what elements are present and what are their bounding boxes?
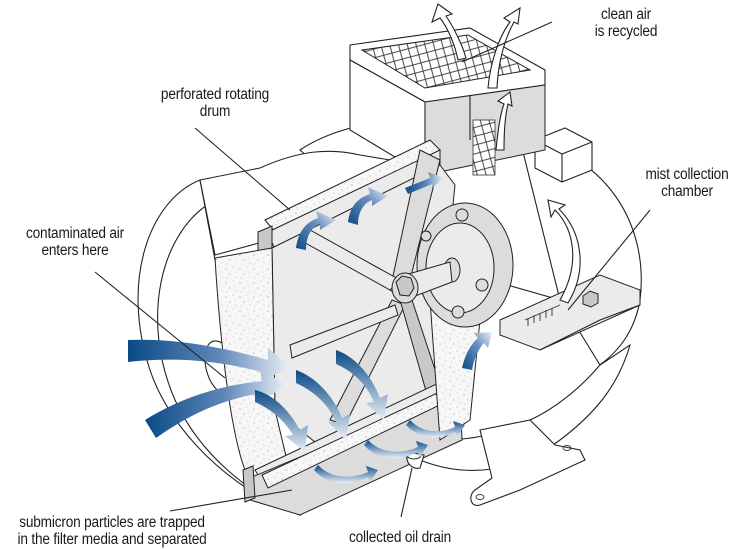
label-oil-drain-line1: collected oil drain	[348, 529, 452, 546]
label-drum-line1: perforated rotating	[160, 86, 270, 103]
flow-arrows	[128, 172, 492, 484]
exit-arrow	[462, 332, 492, 370]
label-drum: perforated rotating drum	[149, 86, 281, 120]
trough-arrow-1	[314, 465, 378, 484]
label-mist-chamber: mist collection chamber	[630, 166, 744, 200]
clean-air-arrow-right	[487, 6, 521, 89]
mist-arrow	[547, 199, 581, 304]
label-mist-line2: chamber	[661, 183, 713, 200]
drum-arrow-3	[336, 350, 388, 420]
label-contaminated-line2: enters here	[41, 242, 109, 259]
label-contaminated-air: contaminated air enters here	[13, 225, 136, 259]
label-clean-air-line2: is recycled	[594, 23, 658, 40]
trough-arrow-3	[406, 420, 465, 438]
inlet-arrow-upper	[128, 339, 292, 380]
label-submicron-particles: submicron particles are trapped in the f…	[6, 514, 217, 548]
leader-clean-air	[461, 21, 553, 63]
trough-arrow-2	[364, 440, 428, 459]
label-clean-air-line1: clean air	[601, 6, 651, 23]
label-particles-line2: in the filter media and separated	[17, 531, 207, 548]
leader-particles	[169, 489, 293, 512]
top-arrow-3	[405, 172, 444, 194]
label-mist-line1: mist collection	[645, 166, 729, 183]
leader-contaminated	[94, 271, 226, 379]
label-clean-air: clean air is recycled	[573, 6, 679, 40]
leader-lines	[94, 21, 651, 518]
clean-air-arrow-inner	[495, 91, 513, 151]
label-drum-line2: drum	[199, 103, 231, 120]
label-oil-drain: collected oil drain	[334, 529, 466, 546]
mist-chamber-tray	[499, 274, 641, 351]
exhaust-arrows	[431, 3, 581, 304]
top-arrow-2	[348, 187, 388, 225]
leader-mist-chamber	[567, 209, 651, 311]
leader-oil-drain	[400, 467, 413, 518]
hub-assembly	[391, 202, 514, 328]
clean-air-arrow-left	[431, 3, 467, 61]
label-contaminated-line1: contaminated air	[25, 225, 125, 242]
leader-drum	[194, 127, 291, 211]
drum-arrow-2	[296, 370, 350, 440]
drum-arrow-1	[255, 390, 308, 452]
label-particles-line1: submicron particles are trapped	[19, 514, 205, 531]
inlet-arrow-lower	[145, 370, 288, 438]
top-arrow-1	[296, 211, 336, 250]
